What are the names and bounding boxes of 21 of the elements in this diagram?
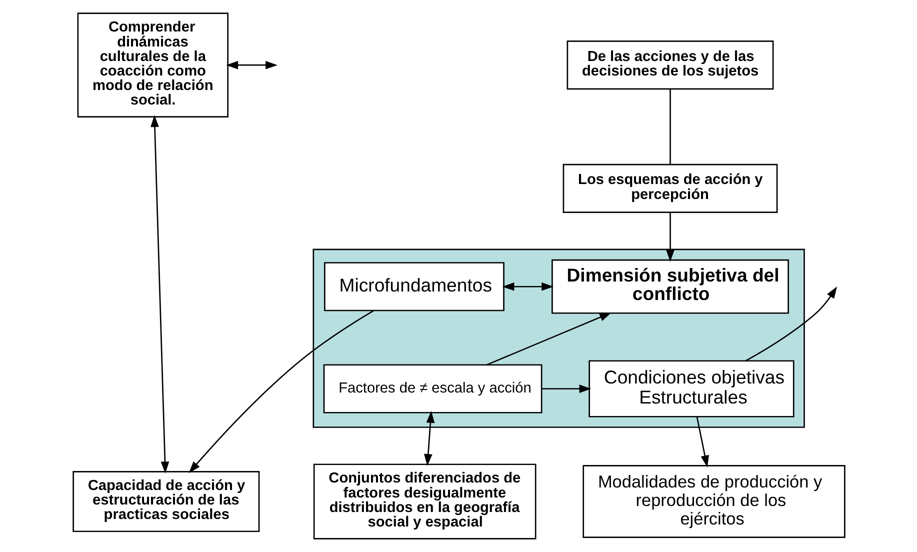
arrow (226, 60, 278, 70)
arrow (745, 286, 837, 362)
arrow (486, 312, 612, 366)
arrow (541, 384, 591, 393)
node-box: Los esquemas de acción y percepción (562, 164, 778, 213)
node-box: Microfundamentos (324, 262, 504, 312)
node-box: Capacidad de acción y estructuración de las practicas sociales (72, 471, 260, 532)
node-box: Factores de ≠ escala y acción (322, 364, 542, 414)
arrow (666, 212, 674, 262)
arrow (150, 115, 169, 474)
node-box: Comprender dinámicas culturales de la coacción como modo de relación social. (76, 12, 228, 118)
arrow (502, 282, 554, 291)
arrow (424, 410, 434, 466)
node-box: Conjuntos diferenciados de factores desigualmente distribuidos en la geografía social y espacial (312, 464, 536, 540)
node-box: De las acciones y de las decisiones de los sujetos (566, 40, 774, 90)
arrow (188, 310, 374, 474)
node-box: Dimensión subjetiva del conflicto (551, 259, 788, 314)
node-box: Condiciones objetivas Estructurales (588, 360, 794, 418)
arrow (696, 416, 709, 468)
node-box: Modalidades de producción y reproducción de los ejércitos (582, 465, 845, 538)
connector (669, 89, 670, 165)
